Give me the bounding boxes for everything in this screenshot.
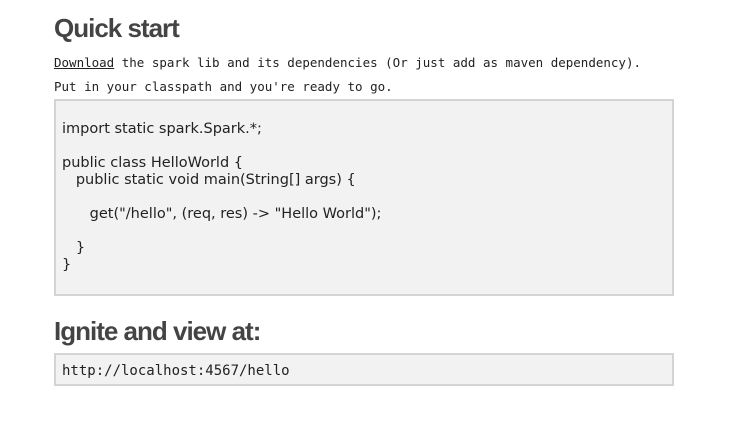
download-link[interactable]: Download bbox=[54, 55, 115, 70]
intro-line-download-text: the spark lib and its dependencies (Or j… bbox=[114, 55, 642, 70]
code-line-main: public static void main(String[] args) { bbox=[62, 172, 356, 188]
code-line-close-method: } bbox=[62, 240, 86, 256]
code-blank-line bbox=[62, 189, 672, 206]
code-example-block: import static spark.Spark.*; public class… bbox=[54, 99, 674, 296]
intro-line-classpath: Put in your classpath and you're ready t… bbox=[54, 79, 393, 94]
code-blank-line bbox=[62, 223, 672, 240]
code-line-import: import static spark.Spark.*; bbox=[62, 121, 262, 137]
code-line-class: public class HelloWorld { bbox=[62, 155, 243, 171]
localhost-url-box: http://localhost:4567/hello bbox=[54, 353, 674, 386]
code-blank-line bbox=[62, 138, 672, 155]
quick-start-heading: Quick start bbox=[54, 13, 180, 43]
intro-line-download: Download the spark lib and its dependenc… bbox=[54, 51, 641, 75]
code-line-close-class: } bbox=[62, 257, 72, 273]
ignite-heading: Ignite and view at: bbox=[54, 316, 261, 346]
code-line-get: get("/hello", (req, res) -> "Hello World… bbox=[62, 206, 382, 222]
